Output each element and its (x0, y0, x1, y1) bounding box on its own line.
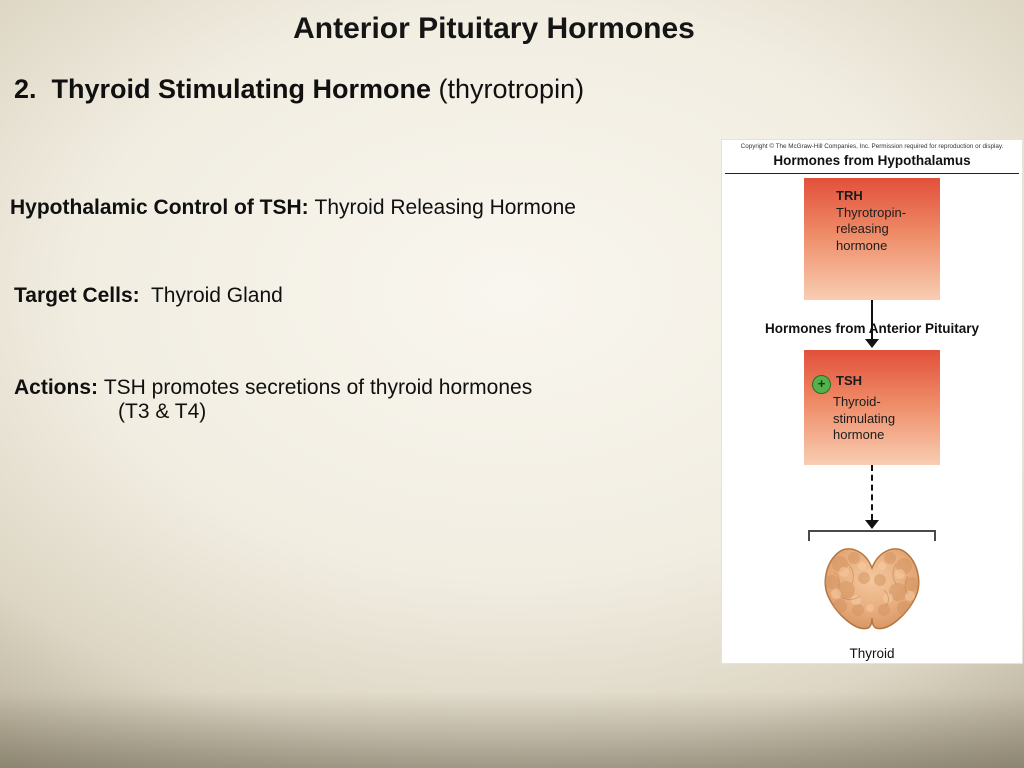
target-cells-line: Target Cells: Thyroid Gland (14, 284, 283, 308)
actions-value-line2: (T3 & T4) (118, 400, 207, 423)
figure-panel: Copyright © The McGraw-Hill Companies, I… (722, 140, 1022, 663)
tsh-box: + TSH Thyroid-stimulating hormone (804, 350, 940, 465)
hypothalamic-label: Hypothalamic Control of TSH: (10, 196, 315, 219)
trh-box: TRH Thyrotropin-releasing hormone (804, 178, 940, 300)
trh-to-tsh-arrowhead-icon (865, 339, 879, 348)
tsh-name: Thyroid-stimulating hormone (833, 394, 896, 442)
target-cells-label: Target Cells: (14, 284, 146, 307)
target-cells-value: Thyroid Gland (145, 284, 283, 307)
actions-label: Actions: (14, 376, 104, 399)
hypothalamus-heading: Hormones from Hypothalamus (773, 153, 971, 168)
heading-rule (725, 173, 1019, 174)
plus-icon: + (812, 375, 831, 394)
hypothalamic-value: Thyroid Releasing Hormone (314, 196, 576, 219)
thyroid-gland-icon (824, 548, 920, 630)
thyroid-gland-illustration (812, 538, 932, 642)
hypothalamic-control-line: Hypothalamic Control of TSH: Thyroid Rel… (10, 196, 576, 220)
trh-abbr: TRH (836, 188, 863, 203)
tsh-to-thyroid-dashed-line (871, 465, 873, 520)
pituitary-heading: Hormones from Anterior Pituitary (764, 321, 980, 336)
actions-line: Actions: TSH promotes secretions of thyr… (14, 376, 532, 424)
tsh-to-thyroid-arrowhead-icon (865, 520, 879, 529)
actions-value: TSH promotes secretions of thyroid hormo… (103, 376, 533, 399)
tsh-abbr-row: + TSH (812, 373, 934, 394)
thyroid-bracket (808, 530, 936, 541)
heading-bold: 2. Thyroid Stimulating Hormone (14, 74, 439, 104)
trh-to-tsh-arrow-line (871, 300, 873, 339)
tsh-abbr: TSH (836, 373, 862, 388)
thyroid-label: Thyroid (849, 646, 895, 661)
slide-heading: 2. Thyroid Stimulating Hormone (thyrotro… (14, 74, 584, 105)
slide-title: Anterior Pituitary Hormones (293, 12, 695, 45)
trh-name: Thyrotropin-releasing hormone (836, 204, 907, 253)
figure-copyright: Copyright © The McGraw-Hill Companies, I… (740, 143, 1004, 150)
heading-regular: (thyrotropin) (438, 74, 585, 104)
